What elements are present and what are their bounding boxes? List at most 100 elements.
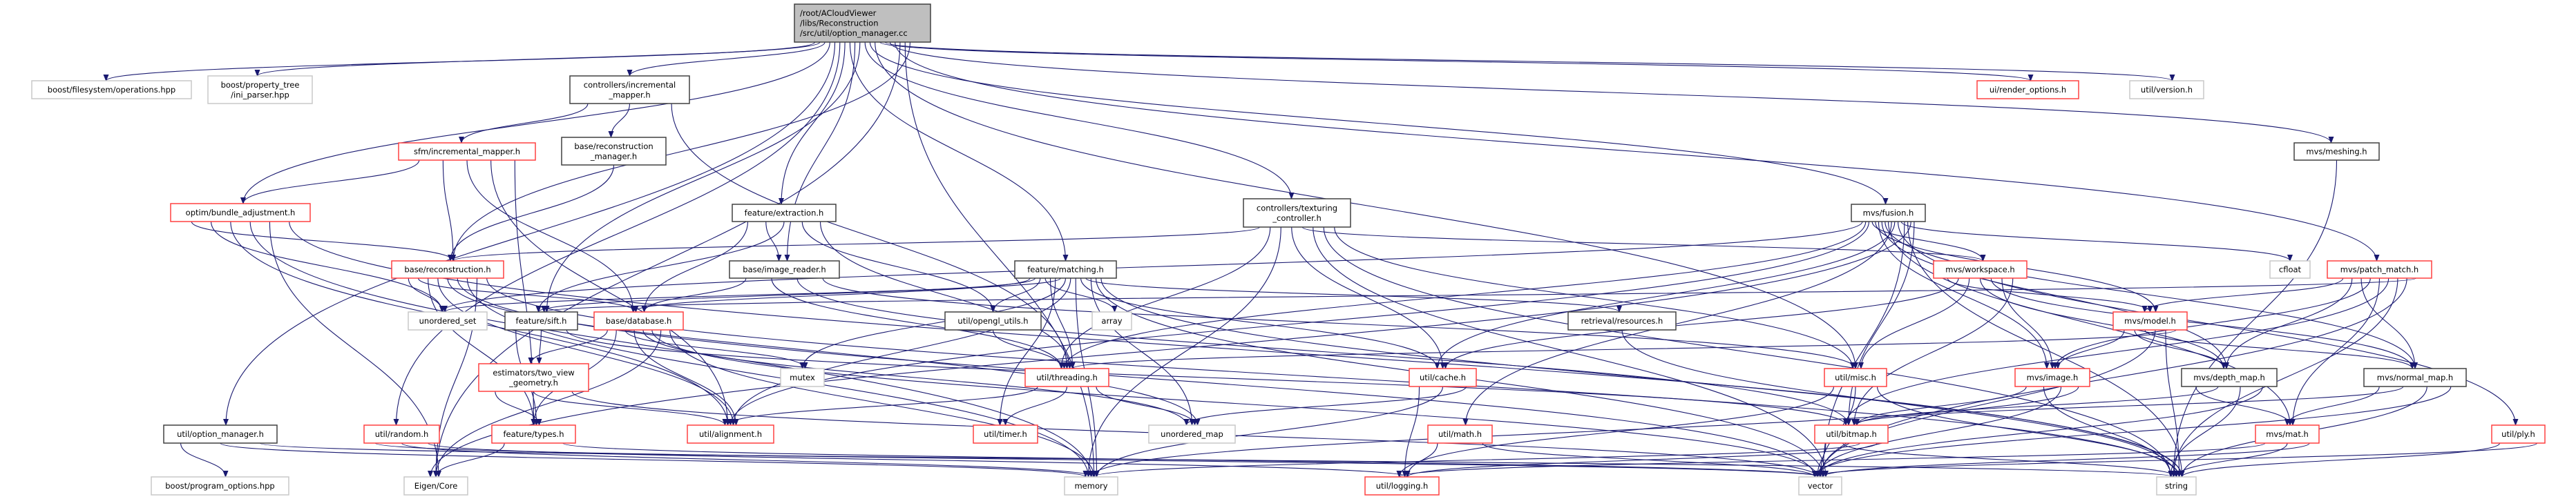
node-meshing[interactable]: mvs/meshing.h	[2293, 142, 2380, 161]
node-box[interactable]	[1024, 368, 1109, 387]
node-box[interactable]	[1814, 424, 1889, 444]
node-mat[interactable]: mvs/mat.h	[2255, 424, 2320, 444]
node-box[interactable]	[1933, 260, 2028, 279]
node-ctrl_inc[interactable]: controllers/incremental_mapper.h	[569, 75, 690, 104]
node-box[interactable]	[207, 75, 313, 104]
node-fusion[interactable]: mvs/fusion.h	[1851, 204, 1926, 222]
node-box[interactable]	[1798, 476, 1842, 496]
node-optmgr[interactable]: util/option_manager.h	[163, 424, 278, 444]
node-cfloat[interactable]: cfloat	[2269, 260, 2311, 279]
node-boost_fs[interactable]: boost/filesystem/operations.hpp	[31, 80, 192, 99]
node-box[interactable]	[2112, 311, 2188, 331]
node-box[interactable]	[1567, 311, 1677, 331]
node-opengl[interactable]: util/opengl_utils.h	[944, 311, 1042, 331]
node-mutex[interactable]: mutex	[780, 368, 825, 387]
node-recon[interactable]: base/reconstruction.h	[391, 260, 504, 279]
node-sfm_inc[interactable]: sfm/incremental_mapper.h	[398, 142, 536, 161]
node-eigen[interactable]: Eigen/Core	[403, 476, 468, 496]
node-memory[interactable]: memory	[1064, 476, 1118, 496]
node-box[interactable]	[398, 142, 536, 161]
node-texturing[interactable]: controllers/texturing_controller.h	[1243, 198, 1351, 228]
node-recon_mgr[interactable]: base/reconstruction_manager.h	[561, 137, 667, 166]
node-depth[interactable]: mvs/depth_map.h	[2181, 368, 2278, 387]
node-patch[interactable]: mvs/patch_match.h	[2327, 260, 2432, 279]
node-box[interactable]	[1824, 368, 1887, 387]
node-vector[interactable]: vector	[1798, 476, 1842, 496]
node-box[interactable]	[794, 3, 931, 43]
node-box[interactable]	[2269, 260, 2311, 279]
node-string[interactable]: string	[2156, 476, 2197, 496]
node-box[interactable]	[403, 476, 468, 496]
node-box[interactable]	[780, 368, 825, 387]
node-alignment[interactable]: util/alignment.h	[687, 424, 774, 444]
node-database[interactable]: base/database.h	[593, 311, 684, 331]
node-box[interactable]	[2491, 424, 2546, 444]
node-box[interactable]	[732, 204, 837, 222]
node-bitmap[interactable]: util/bitmap.h	[1814, 424, 1889, 444]
node-box[interactable]	[491, 424, 576, 444]
node-box[interactable]	[729, 260, 840, 279]
node-twoview[interactable]: estimators/two_view_geometry.h	[478, 363, 589, 392]
node-model[interactable]: mvs/model.h	[2112, 311, 2188, 331]
node-box[interactable]	[2363, 368, 2467, 387]
node-umap[interactable]: unordered_map	[1148, 424, 1236, 444]
node-extraction[interactable]: feature/extraction.h	[732, 204, 837, 222]
node-box[interactable]	[1427, 424, 1493, 444]
node-box[interactable]	[391, 260, 504, 279]
node-threading[interactable]: util/threading.h	[1024, 368, 1109, 387]
node-box[interactable]	[1243, 198, 1351, 228]
node-box[interactable]	[1976, 80, 2079, 99]
node-box[interactable]	[1364, 476, 1440, 496]
node-box[interactable]	[408, 311, 488, 331]
node-box[interactable]	[2014, 368, 2090, 387]
node-uset[interactable]: unordered_set	[408, 311, 488, 331]
node-box[interactable]	[1148, 424, 1236, 444]
node-box[interactable]	[561, 137, 667, 166]
node-boost_pt[interactable]: boost/property_tree/ini_parser.hpp	[207, 75, 313, 104]
node-version[interactable]: util/version.h	[2129, 80, 2204, 99]
node-math[interactable]: util/math.h	[1427, 424, 1493, 444]
node-box[interactable]	[163, 424, 278, 444]
node-box[interactable]	[478, 363, 589, 392]
node-imgreader[interactable]: base/image_reader.h	[729, 260, 840, 279]
node-box[interactable]	[2293, 142, 2380, 161]
node-box[interactable]	[504, 311, 578, 331]
node-box[interactable]	[363, 424, 440, 444]
node-sift[interactable]: feature/sift.h	[504, 311, 578, 331]
node-random[interactable]: util/random.h	[363, 424, 440, 444]
node-box[interactable]	[1014, 260, 1117, 279]
node-array[interactable]: array	[1091, 311, 1132, 331]
node-ftypes[interactable]: feature/types.h	[491, 424, 576, 444]
node-logging[interactable]: util/logging.h	[1364, 476, 1440, 496]
node-misc[interactable]: util/misc.h	[1824, 368, 1887, 387]
node-boost_po[interactable]: boost/program_options.hpp	[151, 476, 289, 496]
node-box[interactable]	[2181, 368, 2278, 387]
node-box[interactable]	[2255, 424, 2320, 444]
node-box[interactable]	[2129, 80, 2204, 99]
node-box[interactable]	[569, 75, 690, 104]
node-box[interactable]	[2327, 260, 2432, 279]
node-workspace[interactable]: mvs/workspace.h	[1933, 260, 2028, 279]
node-box[interactable]	[973, 424, 1038, 444]
node-box[interactable]	[1851, 204, 1926, 222]
node-render[interactable]: ui/render_options.h	[1976, 80, 2079, 99]
node-box[interactable]	[2156, 476, 2197, 496]
node-box[interactable]	[1091, 311, 1132, 331]
node-matching[interactable]: feature/matching.h	[1014, 260, 1117, 279]
node-image[interactable]: mvs/image.h	[2014, 368, 2090, 387]
node-root[interactable]: /root/ACloudViewer/libs/Reconstruction/s…	[794, 3, 931, 43]
node-box[interactable]	[31, 80, 192, 99]
node-box[interactable]	[687, 424, 774, 444]
node-box[interactable]	[1409, 368, 1477, 387]
node-ply[interactable]: util/ply.h	[2491, 424, 2546, 444]
node-normal[interactable]: mvs/normal_map.h	[2363, 368, 2467, 387]
node-box[interactable]	[151, 476, 289, 496]
node-box[interactable]	[944, 311, 1042, 331]
node-bundle[interactable]: optim/bundle_adjustment.h	[170, 203, 311, 222]
node-timer[interactable]: util/timer.h	[973, 424, 1038, 444]
node-box[interactable]	[170, 203, 311, 222]
node-cache[interactable]: util/cache.h	[1409, 368, 1477, 387]
node-resources[interactable]: retrieval/resources.h	[1567, 311, 1677, 331]
node-box[interactable]	[1064, 476, 1118, 496]
node-box[interactable]	[593, 311, 684, 331]
